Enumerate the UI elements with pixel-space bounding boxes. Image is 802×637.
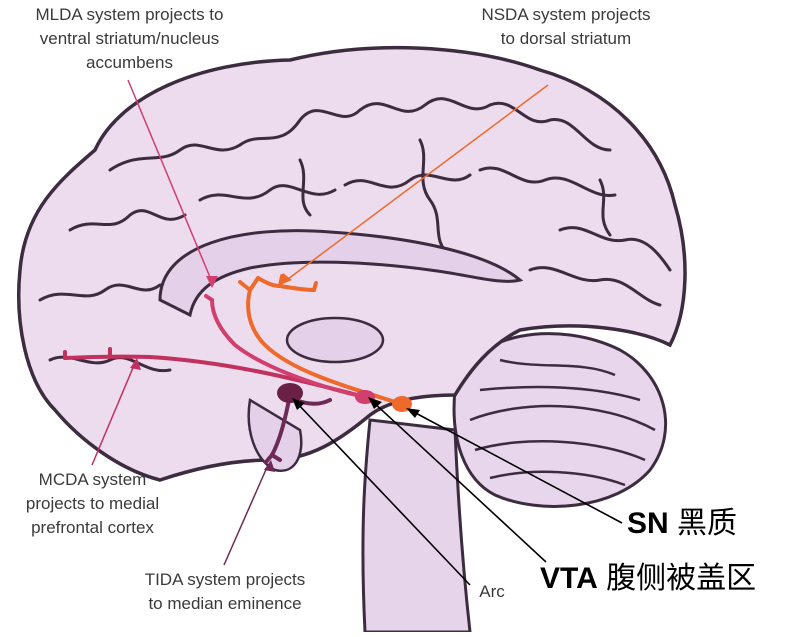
corpus-callosum — [158, 229, 524, 318]
tida-label: TIDA system projects to median eminence — [144, 570, 306, 613]
hypothalamus-region — [247, 397, 303, 473]
brain-stem — [361, 418, 472, 634]
label-leaders — [91, 79, 549, 566]
thalamus — [285, 316, 385, 364]
mlda-pathway — [204, 294, 367, 399]
mcda-arrowhead — [130, 358, 141, 370]
sn-callout-arrowhead — [406, 408, 420, 418]
mlda-label: MLDA system projects to ventral striatum… — [35, 5, 224, 72]
vta-callout: VTA 腹侧被盖区 — [540, 562, 756, 596]
arc-callout-arrowhead — [292, 398, 305, 410]
vta-abbreviation: VTA — [540, 562, 598, 595]
callout-lines — [295, 400, 623, 586]
sn-callout: SN 黑质 — [627, 507, 737, 541]
nsda-pathway — [238, 274, 404, 406]
sn-nucleus — [392, 396, 412, 412]
vta-callout-arrowhead — [368, 397, 382, 409]
arc-label: Arc — [479, 582, 505, 601]
nsda-label: NSDA system projects to dorsal striatum — [481, 5, 651, 48]
cerebellum — [452, 332, 667, 508]
arc-nucleus — [277, 383, 303, 403]
mlda-arrowhead — [206, 276, 218, 288]
tida-arrowhead — [264, 460, 275, 472]
vta-chinese-name: 腹侧被盖区 — [606, 561, 757, 596]
cortical-folds — [38, 97, 672, 373]
mcda-label: MCDA system projects to medial prefronta… — [25, 470, 160, 537]
nsda-arrowhead — [280, 273, 292, 285]
sn-abbreviation: SN — [627, 507, 669, 540]
sn-chinese-name: 黑质 — [677, 506, 738, 541]
